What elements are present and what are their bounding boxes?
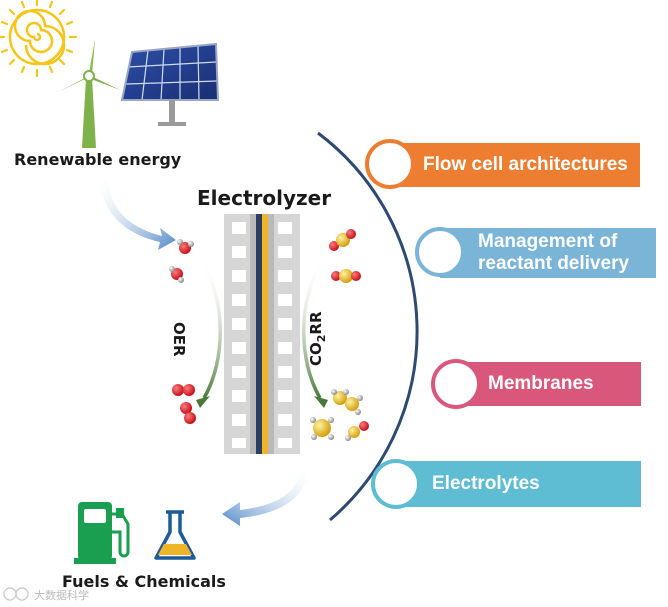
co2rr-arrowhead <box>314 396 328 408</box>
product-molecule <box>331 389 363 415</box>
solar-panel-icon <box>120 42 220 126</box>
topic-flow-cell: Flow cell architectures <box>393 143 640 187</box>
topic-reactant-delivery: Management of reactant delivery <box>440 228 656 278</box>
topic-marker-reactant-delivery <box>415 227 465 277</box>
topic-marker-membranes <box>431 359 481 409</box>
right-flow-channels <box>278 222 292 448</box>
sun-icon <box>0 0 78 78</box>
topic-marker-flow-cell <box>365 139 415 189</box>
product-molecule <box>310 417 334 440</box>
left-flow-channels <box>232 222 246 448</box>
electrolyzer-cell <box>224 214 300 454</box>
topic-membranes: Membranes <box>455 362 641 406</box>
co2rr-label: CO2RR <box>307 311 328 366</box>
energy-input-arrow <box>100 180 176 250</box>
co2rr-subscript: 2 <box>315 334 328 343</box>
electrolyzer-title: Electrolyzer <box>197 186 332 210</box>
renewable-energy-label: Renewable energy <box>14 150 182 169</box>
topic-label: Electrolytes <box>432 473 540 494</box>
watermark-logo <box>3 587 29 601</box>
oxygen-molecule <box>172 384 195 396</box>
wind-turbine-icon <box>58 40 120 148</box>
co2rr-arrow <box>302 261 324 399</box>
co2rr-rr: RR <box>307 311 325 335</box>
co2rr-co: CO <box>307 342 325 366</box>
water-molecule <box>169 266 184 283</box>
product-output-arrow <box>222 472 308 526</box>
co2-molecule <box>329 229 356 251</box>
flask-icon <box>154 510 196 560</box>
oer-label: OER <box>170 322 188 357</box>
topic-label: Membranes <box>488 373 594 394</box>
topic-label-line1: Management of <box>478 231 618 252</box>
topic-label: Flow cell architectures <box>423 154 628 175</box>
water-molecule <box>177 239 194 254</box>
watermark-text: 大数据科学 <box>34 589 89 602</box>
oer-arrow <box>200 261 222 399</box>
oxygen-molecule <box>180 402 196 424</box>
topic-marker-electrolytes <box>371 459 421 509</box>
topic-electrolytes: Electrolytes <box>397 461 641 507</box>
fuels-chemicals-label: Fuels & Chemicals <box>62 572 226 591</box>
topic-label-line2: reactant delivery <box>478 253 630 274</box>
co2-molecule <box>331 269 361 283</box>
oer-arrowhead <box>196 396 210 408</box>
product-molecule <box>345 421 369 441</box>
fuel-pump-icon <box>74 502 130 564</box>
